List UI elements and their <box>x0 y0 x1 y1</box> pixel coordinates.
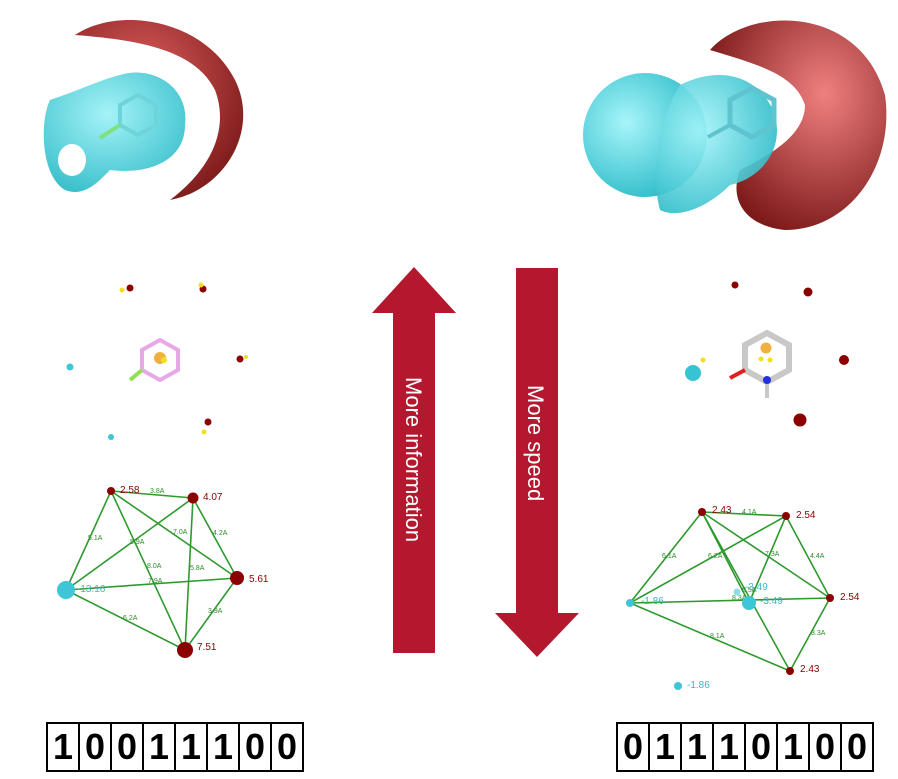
node-value: 2.54 <box>796 510 816 521</box>
edge-label: 6.2A <box>708 553 723 560</box>
node-cyan <box>626 599 634 607</box>
left-distance-graph: 3.8A 4.2A 3.9A 6.2A 5.1A 7.0A 5.8A 8.0A … <box>57 485 269 658</box>
node-value: 2.54 <box>840 592 860 603</box>
up-arrow <box>372 267 456 653</box>
edge-label: 4.2A <box>213 530 228 537</box>
bit-cell: 1 <box>176 724 208 770</box>
edge-label: 7.3A <box>765 551 780 558</box>
node-value: -13.16 <box>77 584 106 595</box>
node-value: 2.43 <box>800 664 820 675</box>
node-red <box>230 571 244 585</box>
edge-label: 5.9A <box>130 539 145 546</box>
bit-cell: 1 <box>144 724 176 770</box>
right-pharmacophore-render <box>685 281 849 427</box>
node-value: 5.61 <box>249 574 269 585</box>
bit-cell: 0 <box>746 724 778 770</box>
right-surface-render <box>583 20 887 231</box>
bit-cell: 0 <box>846 726 868 767</box>
node-red <box>698 508 706 516</box>
edge-label: 4.4A <box>810 553 825 560</box>
down-arrow-label: More speed <box>523 385 548 501</box>
bit-cell: 0 <box>618 724 650 770</box>
bit-cell: 0 <box>240 724 272 770</box>
edge-label: 3.9A <box>208 608 223 615</box>
node-red <box>107 487 115 495</box>
node-cyan <box>674 682 682 690</box>
node-cyan <box>57 581 75 599</box>
node-red <box>826 594 834 602</box>
edge-label: 7.0A <box>173 529 188 536</box>
edge-label: 5.1A <box>88 535 103 542</box>
node-value: 2.58 <box>120 485 140 496</box>
bit-cell: 1 <box>208 724 240 770</box>
up-arrow-label: More information <box>401 377 426 542</box>
node-cyan <box>733 588 741 596</box>
node-value: -3.49 <box>760 596 783 607</box>
edge-label: 7.9A <box>148 578 163 585</box>
node-red <box>782 512 790 520</box>
edge-label: 6.2A <box>123 615 138 622</box>
bit-cell: 1 <box>650 724 682 770</box>
bit-cell: 0 <box>80 724 112 770</box>
bit-cell: 1 <box>778 724 810 770</box>
bit-cell: 0 <box>112 724 144 770</box>
edge-label: 5.8A <box>190 565 205 572</box>
node-value: 2.43 <box>712 505 732 516</box>
node-value: -1.86 <box>641 596 664 607</box>
node-red <box>786 667 794 675</box>
node-cyan <box>742 596 756 610</box>
left-surface-render <box>43 20 244 200</box>
left-fingerprint-bits: 1 0 0 1 1 1 0 0 <box>46 722 304 772</box>
bit-cell: 1 <box>714 724 746 770</box>
double-arrow-diagram: More information More speed <box>372 267 579 657</box>
edge-label: 3.8A <box>150 488 165 495</box>
edge-label: 3.3A <box>811 630 826 637</box>
edge-label: 8.1A <box>710 633 725 640</box>
edge-label: 6.1A <box>662 553 677 560</box>
node-value: 7.51 <box>197 642 217 653</box>
right-distance-graph: 4.1A 4.4A 3.3A 8.1A 6.1A 7.3A 6.2A 8.5A … <box>626 505 860 691</box>
node-value: 4.07 <box>203 492 223 503</box>
node-value: -1.86 <box>687 680 710 691</box>
edge-label: 8.0A <box>147 563 162 570</box>
edge-label: 4.1A <box>742 509 757 516</box>
bit-cell: 1 <box>682 724 714 770</box>
node-red <box>187 492 199 504</box>
right-fingerprint-bits: 0 1 1 1 0 1 0 0 <box>616 722 874 772</box>
bit-cell: 1 <box>48 724 80 770</box>
bit-cell: 0 <box>276 726 298 767</box>
left-pharmacophore-render <box>66 282 248 440</box>
edge-label: 8.5A <box>742 587 757 594</box>
node-red <box>177 642 193 658</box>
down-arrow <box>495 268 579 657</box>
node-value: -3.49 <box>745 582 768 593</box>
bit-cell: 0 <box>810 724 842 770</box>
edge-label: 8.3A <box>732 595 747 602</box>
